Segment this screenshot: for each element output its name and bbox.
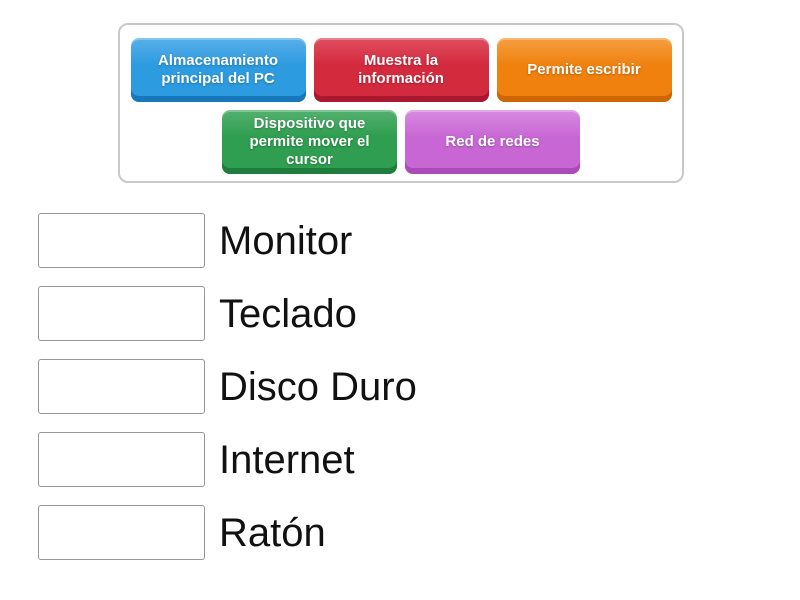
chip-tray-row-1: Almacenamiento principal del PC Muestra … [120,38,682,102]
match-row-teclado: Teclado [38,286,417,341]
match-row-disco-duro: Disco Duro [38,359,417,414]
answer-chip-red-de-redes[interactable]: Red de redes [405,110,580,174]
match-item-label: Ratón [219,510,326,555]
drop-target-disco-duro[interactable] [38,359,205,414]
drop-target-teclado[interactable] [38,286,205,341]
match-item-label: Monitor [219,218,353,263]
match-list: Monitor Teclado Disco Duro Internet Rató… [38,213,417,578]
match-row-raton: Ratón [38,505,417,560]
drop-target-raton[interactable] [38,505,205,560]
chip-tray: Almacenamiento principal del PC Muestra … [118,23,684,183]
match-item-label: Internet [219,437,355,482]
drop-target-internet[interactable] [38,432,205,487]
answer-chip-mover-cursor[interactable]: Dispositivo que permite mover el cursor [222,110,397,174]
drop-target-monitor[interactable] [38,213,205,268]
match-row-internet: Internet [38,432,417,487]
answer-chip-permite-escribir[interactable]: Permite escribir [496,38,672,102]
answer-chip-almacenamiento[interactable]: Almacenamiento principal del PC [130,38,306,102]
answer-chip-muestra-informacion[interactable]: Muestra la información [313,38,489,102]
chip-tray-row-2: Dispositivo que permite mover el cursor … [120,110,682,174]
match-row-monitor: Monitor [38,213,417,268]
match-item-label: Teclado [219,291,357,336]
match-item-label: Disco Duro [219,364,417,409]
